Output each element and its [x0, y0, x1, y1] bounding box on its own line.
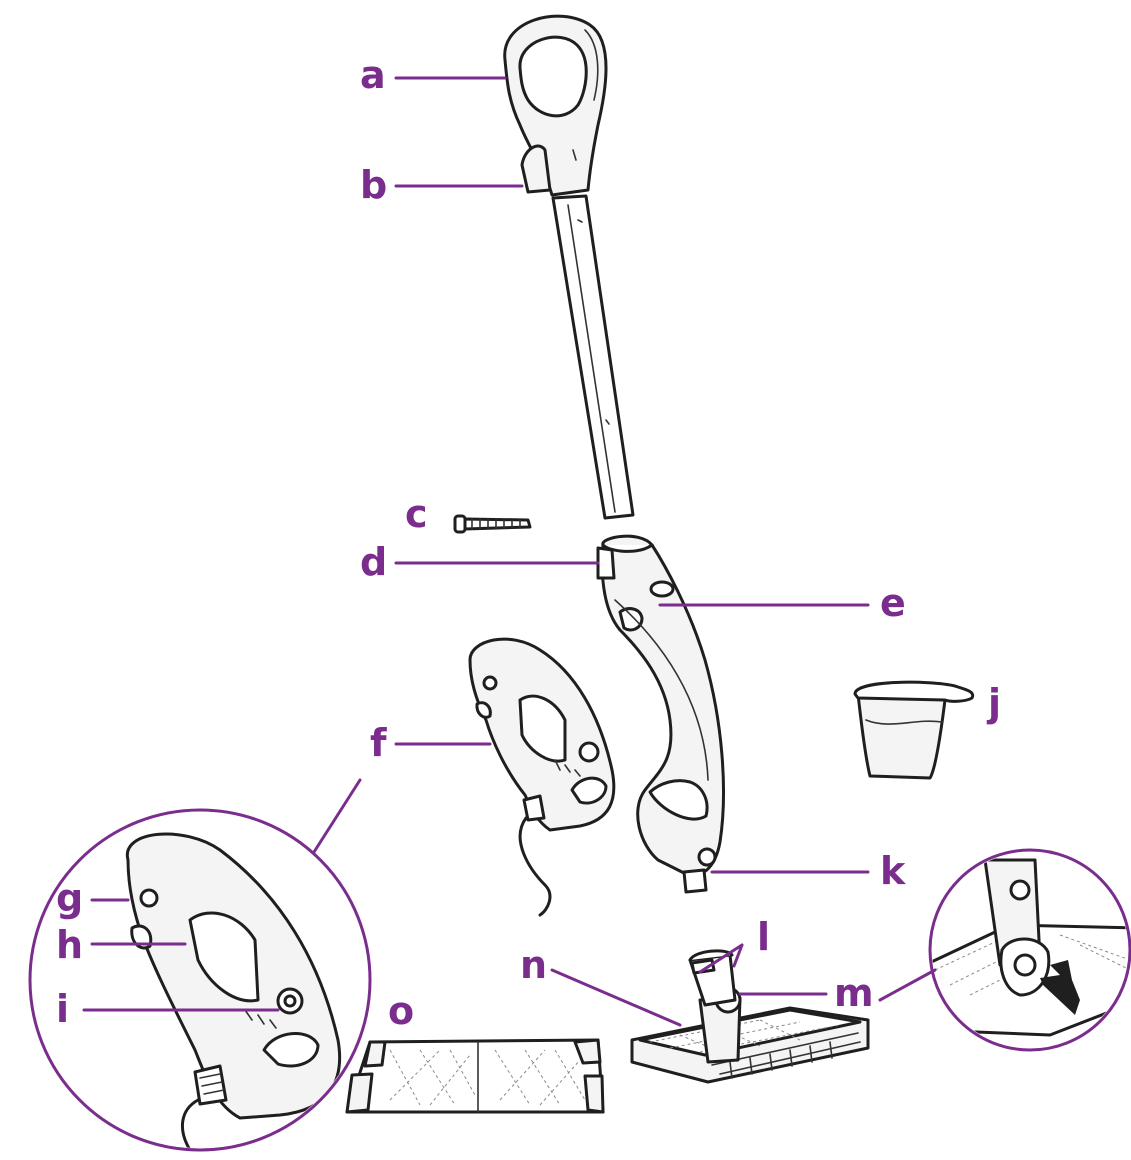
- leader-lines: [82, 76, 937, 1027]
- part-labels: a b c d e f g h i j k l m n o: [56, 53, 1001, 1033]
- label-f: f: [370, 721, 387, 765]
- main-body: [596, 534, 725, 894]
- label-k: k: [880, 849, 906, 893]
- label-a: a: [360, 53, 386, 97]
- label-c: c: [405, 492, 428, 536]
- label-j: j: [986, 681, 1001, 725]
- label-h: h: [56, 923, 83, 967]
- label-e: e: [880, 581, 906, 625]
- handle-grip: [503, 14, 608, 197]
- measuring-cup: [853, 680, 975, 780]
- label-m: m: [834, 971, 874, 1015]
- label-n: n: [520, 943, 547, 987]
- label-b: b: [360, 163, 387, 207]
- steamer-unit: [468, 637, 616, 917]
- zoom-detail-left: [28, 808, 372, 1152]
- label-l: l: [757, 915, 770, 959]
- label-i: i: [56, 987, 69, 1031]
- zoom-detail-right: [928, 848, 1131, 1052]
- mop-head: [630, 949, 870, 1084]
- label-d: d: [360, 540, 387, 584]
- label-g: g: [56, 876, 83, 920]
- screw: [453, 514, 532, 534]
- microfiber-pads: [345, 1038, 605, 1114]
- label-o: o: [388, 989, 414, 1033]
- upper-pole: [551, 194, 635, 520]
